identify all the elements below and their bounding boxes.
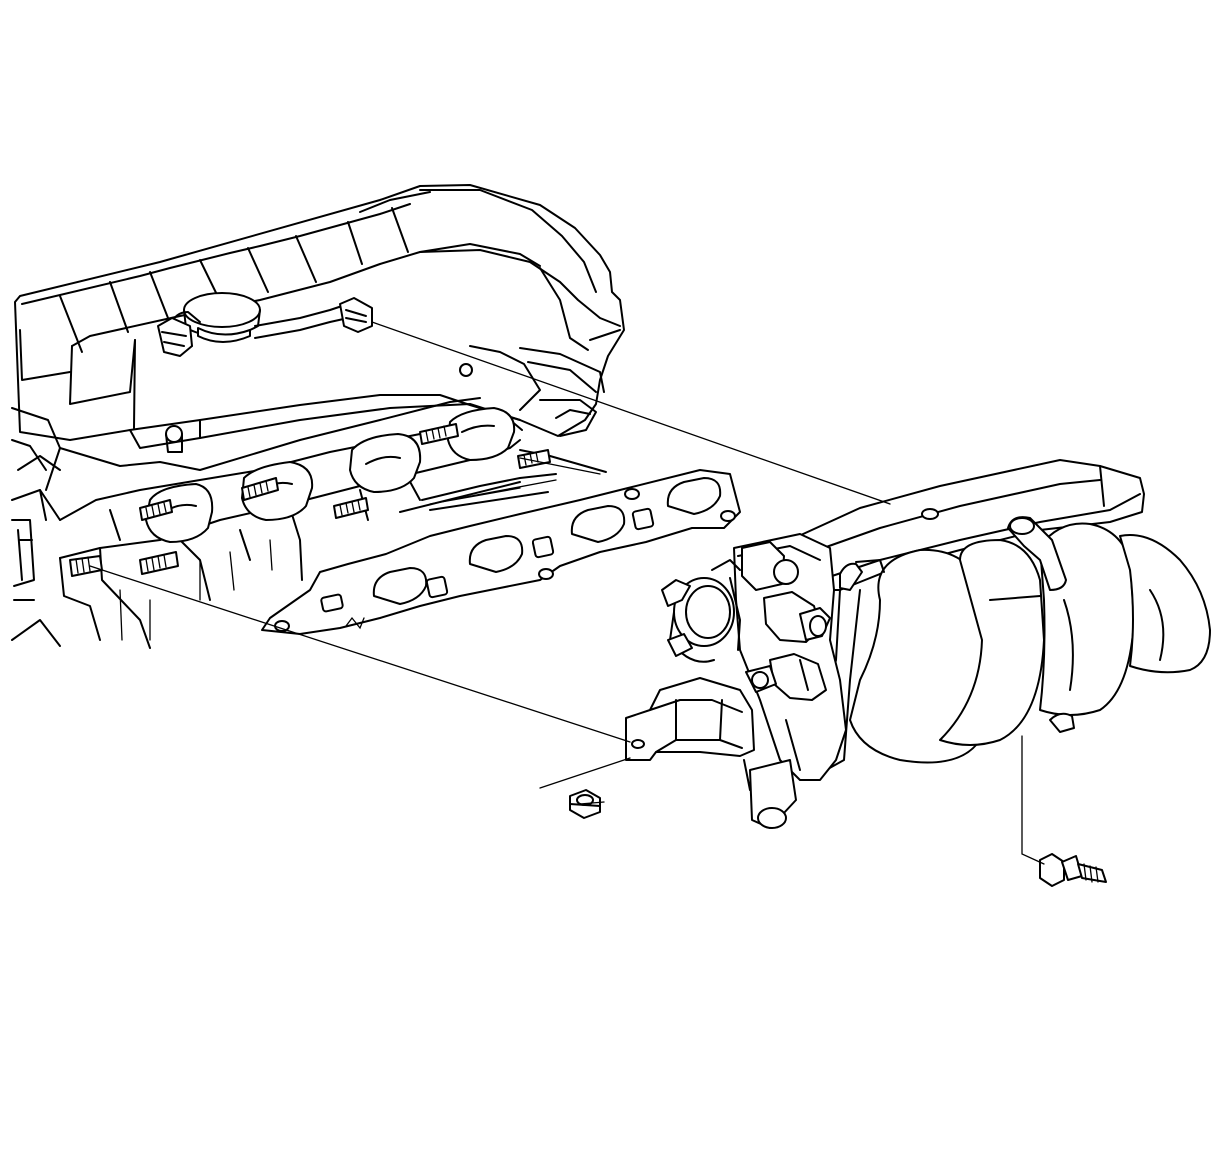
throttle-body xyxy=(625,533,847,829)
oil-filler-cap xyxy=(183,292,261,343)
head-studs xyxy=(69,363,551,577)
alignment-lines xyxy=(89,321,1045,865)
intake-manifold xyxy=(789,459,1211,771)
intake-manifold-gasket xyxy=(261,469,741,635)
manifold-bolt xyxy=(1039,853,1107,887)
valve-cover xyxy=(14,184,625,449)
pcv-hose xyxy=(157,297,373,357)
head-intake-ports xyxy=(145,407,516,543)
